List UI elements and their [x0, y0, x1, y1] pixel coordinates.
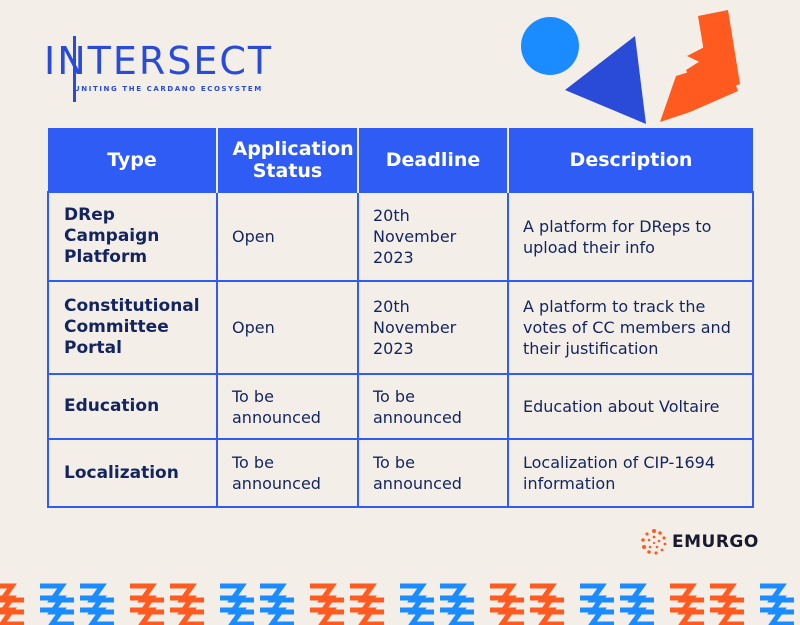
header-type: Type: [48, 128, 218, 192]
cell-type: DRep Campaign Platform: [47, 191, 218, 282]
cell-description: Localization of CIP-1694 information: [507, 438, 754, 508]
table-row: Constitutional Committee Portal Open 20t…: [47, 280, 754, 375]
cell-description: A platform for DReps to upload their inf…: [507, 191, 754, 282]
cell-status: Open: [216, 280, 359, 375]
cell-description: Education about Voltaire: [507, 373, 754, 440]
cell-deadline-text: 20th November 2023: [373, 297, 457, 358]
cell-type: Constitutional Committee Portal: [47, 280, 218, 375]
decorative-shapes: [521, 10, 740, 124]
cell-deadline: 20th November 2023: [357, 191, 509, 282]
cell-description: A platform to track the votes of CC memb…: [507, 280, 754, 375]
table-row: Education To be announced To be announce…: [47, 373, 754, 440]
orange-block-shape: [686, 10, 740, 100]
cell-deadline-text: To be announced: [373, 453, 462, 493]
bottom-stripe-pattern: [0, 578, 800, 625]
cell-status-text: To be announced: [232, 453, 321, 493]
cell-deadline: To be announced: [357, 373, 509, 440]
cell-deadline-text: 20th November 2023: [373, 206, 457, 267]
cell-deadline: To be announced: [357, 438, 509, 508]
table-header-row: Type Application Status Deadline Descrip…: [48, 128, 753, 192]
table-row: Localization To be announced To be annou…: [47, 438, 754, 508]
cell-status: Open: [216, 191, 359, 282]
header-description: Description: [508, 128, 753, 192]
intersect-logo: INTERSECT UNITING THE CARDANO ECOSYSTEM: [44, 36, 274, 102]
logo-accent-bar: [73, 36, 76, 102]
table-row: DRep Campaign Platform Open 20th Novembe…: [47, 191, 754, 282]
emurgo-logo: EMURGO: [640, 528, 759, 556]
header-application-status-label: Application Status: [232, 137, 354, 182]
header-deadline: Deadline: [358, 128, 509, 192]
cell-deadline-text: To be announced: [373, 386, 462, 427]
cell-status-text: To be announced: [232, 386, 321, 427]
cell-type: Education: [47, 373, 218, 440]
cell-deadline: 20th November 2023: [357, 280, 509, 375]
blue-triangle-shape: [565, 36, 646, 124]
header-application-status: Application Status: [217, 128, 359, 192]
emurgo-dots-icon: [641, 529, 667, 555]
logo-tagline: UNITING THE CARDANO ECOSYSTEM: [74, 85, 263, 93]
programs-table: Type Application Status Deadline Descrip…: [47, 128, 754, 508]
blue-circle-shape: [521, 17, 579, 75]
logo-wordmark: INTERSECT: [44, 39, 274, 83]
cell-status: To be announced: [216, 373, 359, 440]
emurgo-wordmark: EMURGO: [672, 532, 759, 552]
cell-type: Localization: [47, 438, 218, 508]
cell-status: To be announced: [216, 438, 359, 508]
